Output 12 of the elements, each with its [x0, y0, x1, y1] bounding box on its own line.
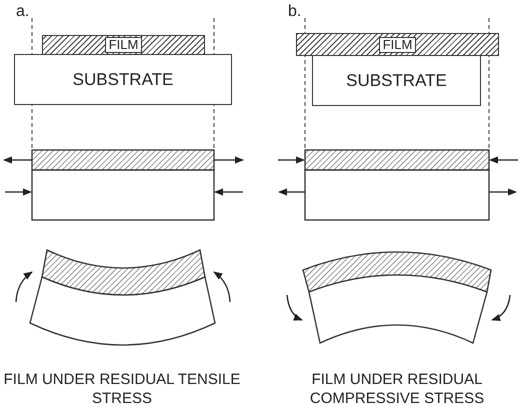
panel-letter: a. — [16, 2, 30, 21]
caption-text: FILM UNDER RESIDUAL TENSILE STRESS — [2, 370, 242, 408]
film-label: FILM — [378, 36, 416, 52]
panel-letter: b. — [288, 2, 302, 21]
substrate-block — [14, 54, 232, 105]
film-label: FILM — [104, 37, 142, 53]
substrate-label: SUBSTRATE — [72, 70, 174, 90]
film-layer — [42, 35, 205, 55]
caption-text: FILM UNDER RESIDUAL COMPRESSIVE STRESS — [308, 370, 486, 408]
substrate-label: SUBSTRATE — [346, 70, 447, 90]
substrate-block — [312, 55, 481, 106]
film-layer — [296, 33, 499, 56]
